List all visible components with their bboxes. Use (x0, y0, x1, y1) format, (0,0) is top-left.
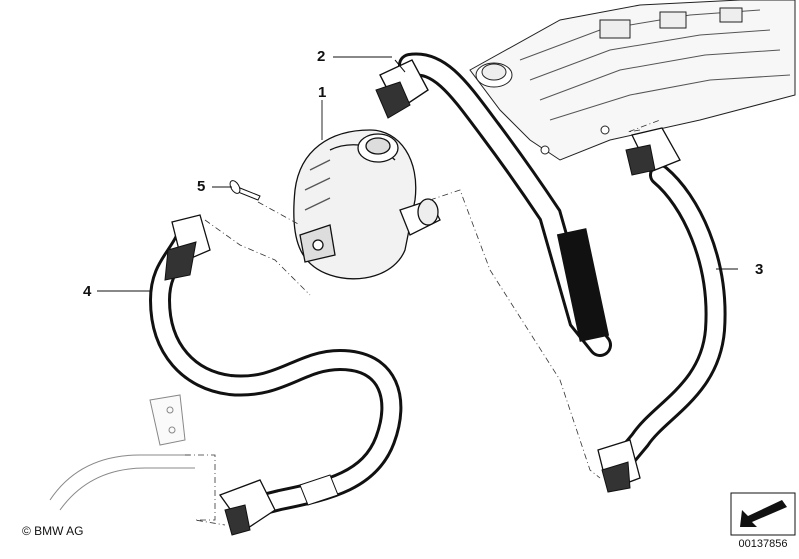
leader-lines (97, 56, 738, 292)
callout-4: 4 (83, 283, 92, 300)
arrow-icon (740, 500, 787, 527)
callout-2: 2 (317, 48, 326, 65)
document-number: 00137856 (738, 538, 788, 550)
screw-part-5 (229, 180, 261, 201)
orientation-box (730, 492, 796, 536)
assembly-lines (185, 119, 661, 526)
hose-part-4 (148, 214, 403, 536)
cylinder-head-cover (469, 0, 796, 161)
callout-1: 1 (318, 84, 327, 101)
hose-part-3 (597, 127, 727, 493)
oil-separator-part-1 (293, 129, 441, 280)
callout-5: 5 (197, 178, 206, 195)
callout-3: 3 (755, 261, 764, 278)
bracket-pipe (49, 394, 195, 511)
copyright-label: © BMW AG (22, 524, 84, 538)
hose-part-2 (375, 52, 612, 357)
